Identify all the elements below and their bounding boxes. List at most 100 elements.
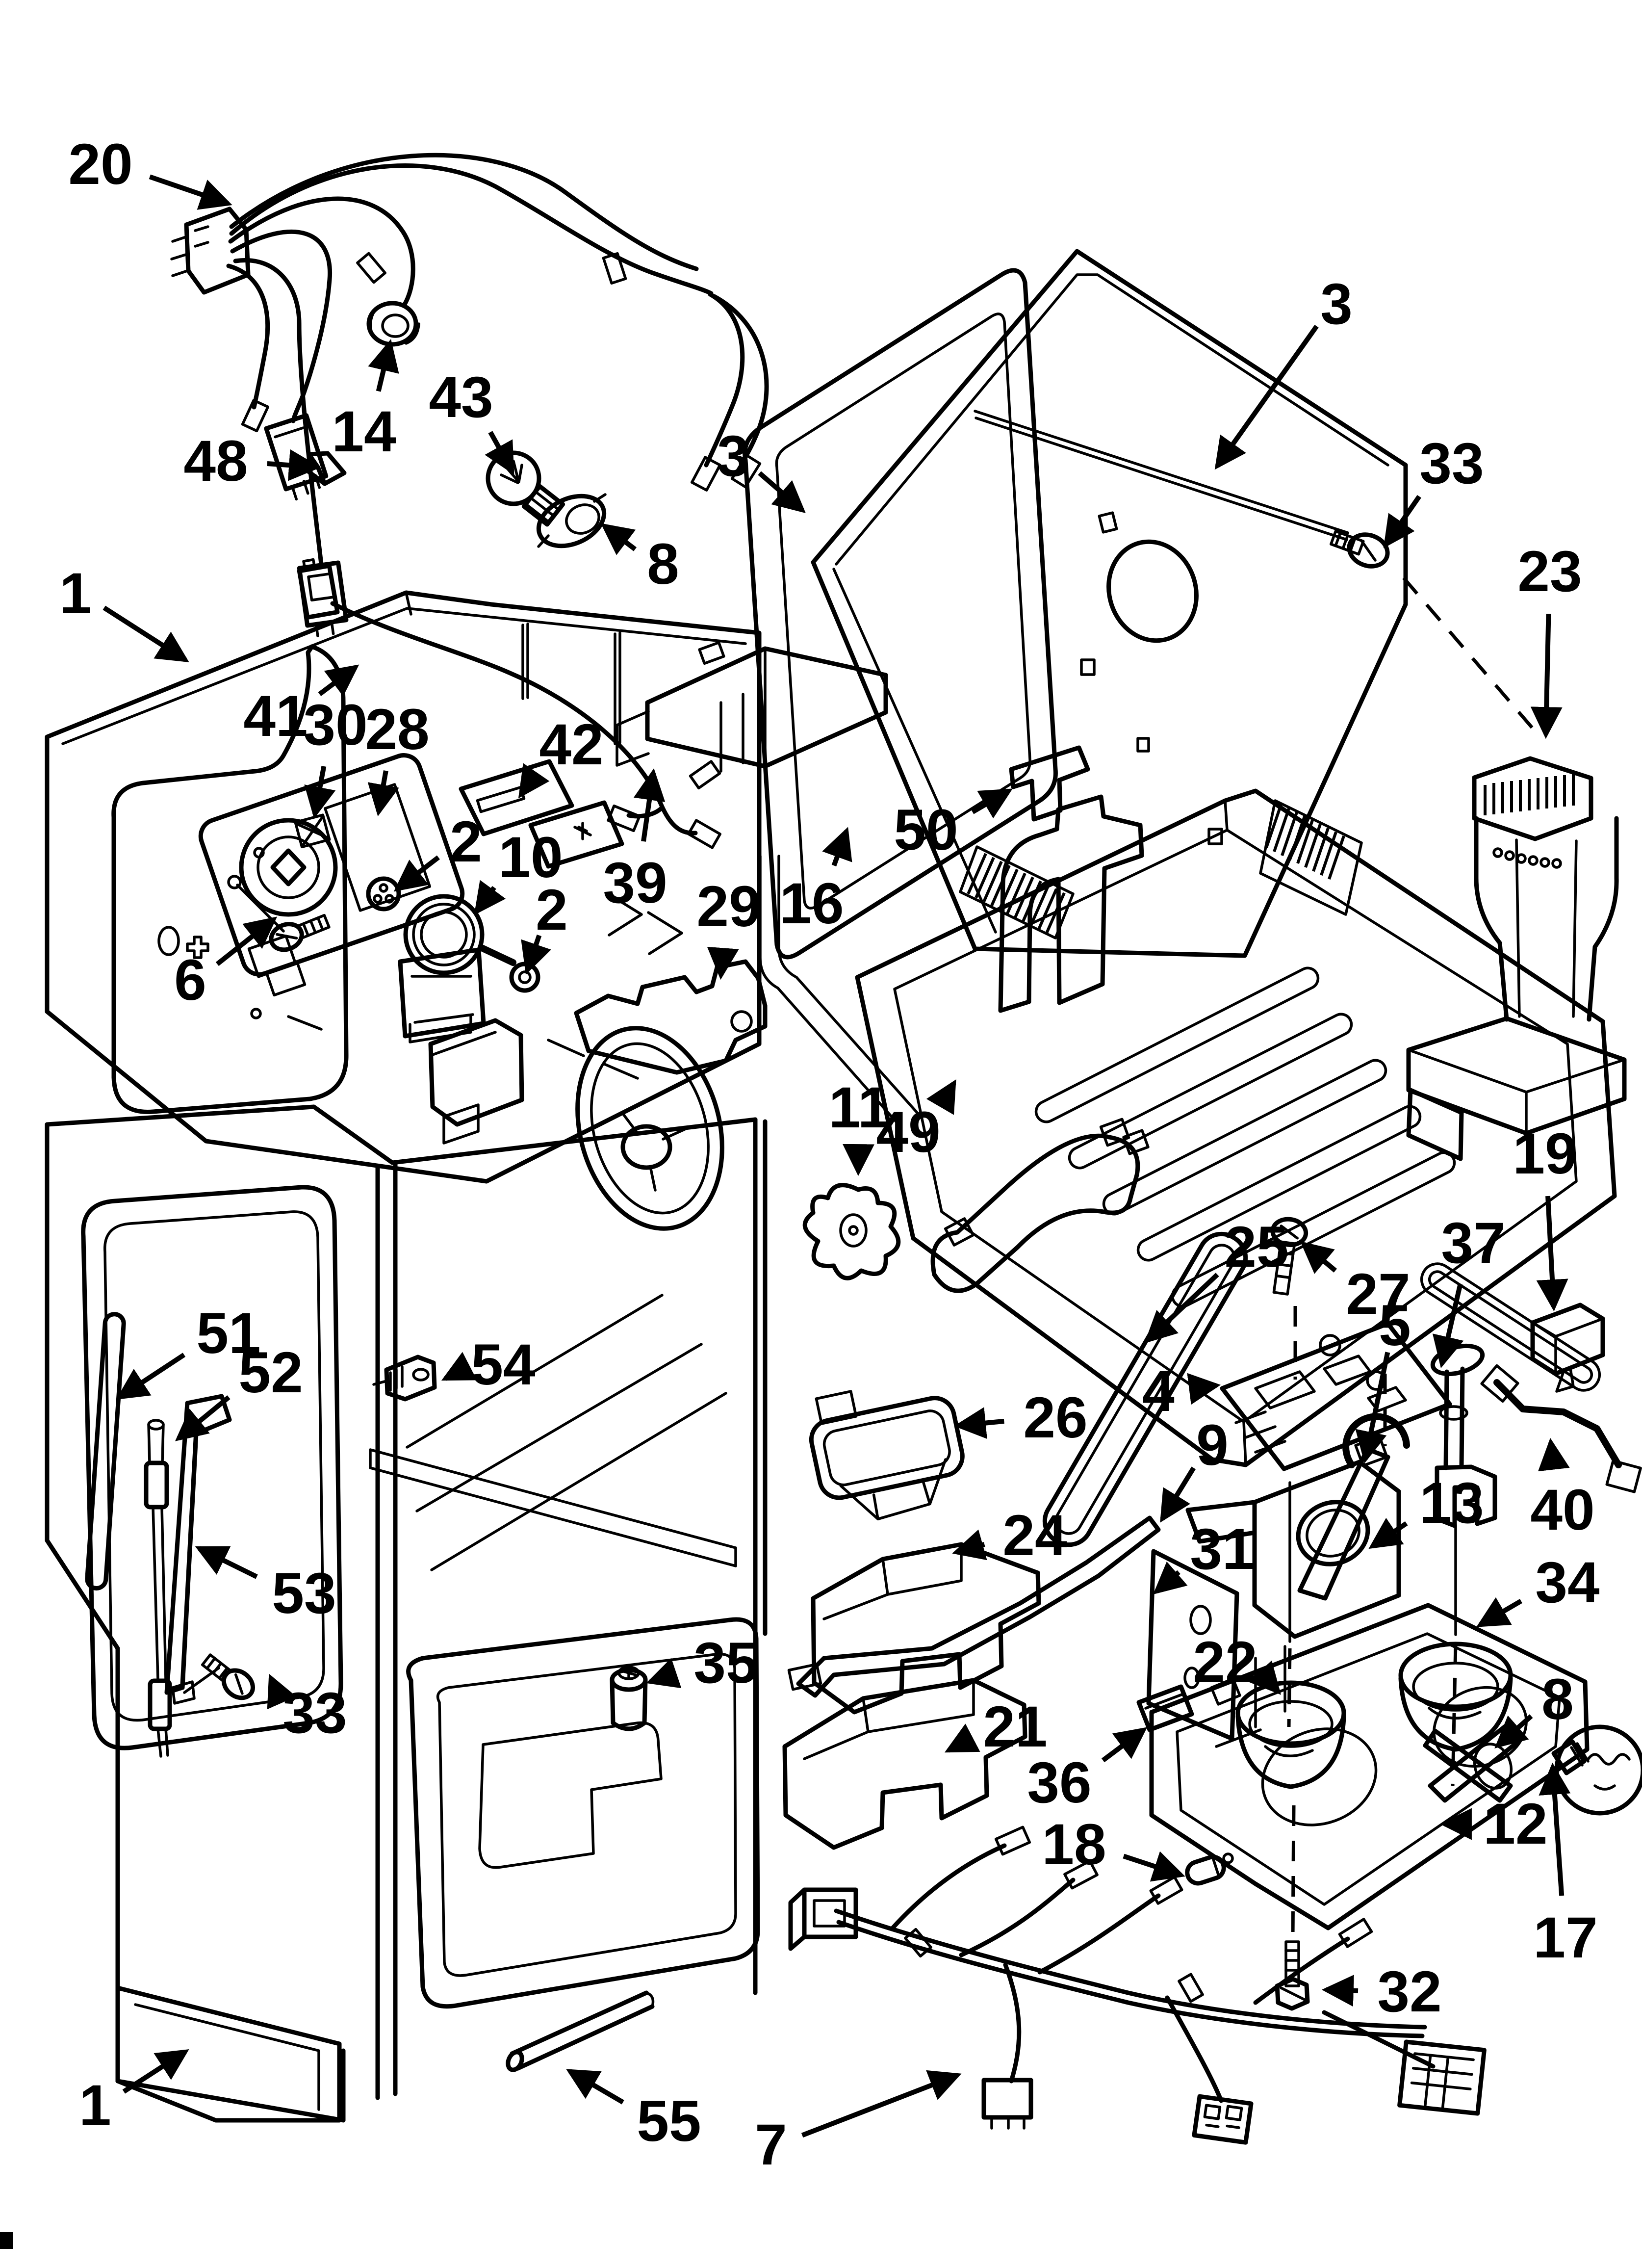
callout-label-53-40: 53 <box>272 1561 336 1626</box>
callout-label-12-48: 12 <box>1483 1792 1547 1856</box>
callout-arrow-36 <box>1101 1727 1148 1763</box>
callout-arrow-16 <box>822 827 852 867</box>
callout-arrow-6 <box>215 916 278 966</box>
callout-label-6-18: 6 <box>174 948 206 1013</box>
callout-label-36-46: 36 <box>1027 1750 1091 1815</box>
callout-arrow-29 <box>707 946 739 980</box>
callout-arrow-53 <box>195 1546 258 1579</box>
callout-label-48-2: 48 <box>183 429 248 494</box>
callout-arrow-22 <box>1248 1660 1282 1695</box>
callout-label-51-37: 51 <box>196 1301 260 1366</box>
callout-arrow-55 <box>566 2069 624 2105</box>
air-tower-23 <box>1406 756 1627 1161</box>
callout-label-16-20: 16 <box>779 871 844 936</box>
callout-arrow-21 <box>944 1723 980 1753</box>
callout-arrow-2 <box>521 935 551 975</box>
callout-label-22-35: 22 <box>1193 1630 1257 1694</box>
water-tube-52 <box>144 1419 172 1758</box>
callout-label-14-1: 14 <box>332 399 396 464</box>
callout-label-2-15: 2 <box>450 809 482 874</box>
air-duct-39 <box>616 641 888 773</box>
callout-label-1-9: 1 <box>59 561 92 626</box>
callout-arrow-39 <box>633 768 666 842</box>
callout-arrow-34 <box>1476 1597 1522 1627</box>
drain-tray-49 <box>855 745 1617 1467</box>
callout-label-55-53: 55 <box>637 2089 701 2154</box>
callout-arrow-8 <box>1494 1714 1533 1749</box>
callout-label-17-49: 17 <box>1533 1905 1597 1970</box>
callout-arrow-13 <box>1368 1517 1408 1549</box>
callout-label-7-51: 7 <box>755 2112 787 2177</box>
callout-label-26-43: 26 <box>1023 1385 1087 1450</box>
callout-label-50-21: 50 <box>894 798 958 862</box>
callout-arrow-33 <box>1383 495 1421 548</box>
drain-tube-51 <box>85 1312 126 1590</box>
grommet-35 <box>610 1666 648 1731</box>
callout-arrow-7 <box>801 2070 962 2138</box>
callout-label-13-32: 13 <box>1419 1471 1484 1536</box>
callout-arrow-40 <box>1538 1437 1570 1472</box>
callout-arrow-32 <box>1321 1975 1359 2007</box>
callout-label-5-29: 5 <box>1379 1293 1411 1358</box>
callout-label-31-31: 31 <box>1190 1517 1254 1582</box>
callout-arrow-42 <box>518 763 550 799</box>
callout-label-42-13: 42 <box>539 712 603 777</box>
wiring-harness-lower <box>788 1825 1487 2145</box>
callout-arrow-23 <box>1530 613 1563 739</box>
callout-arrow-18 <box>1123 1851 1185 1882</box>
wiring-harness-upper <box>170 153 769 637</box>
callout-label-4-26: 4 <box>1142 1359 1175 1424</box>
callout-label-49-23: 49 <box>876 1100 940 1165</box>
screw-rod-33 <box>974 410 1536 731</box>
callout-arrow-10 <box>474 880 506 915</box>
side-plate-31 <box>1146 1549 1239 1741</box>
callout-arrow-28 <box>367 770 399 816</box>
drain-tube-55 <box>506 1990 655 2072</box>
callout-arrow-33 <box>267 1673 297 1710</box>
callout-arrow-48 <box>267 449 321 481</box>
callout-label-28-12: 28 <box>365 697 429 762</box>
defrost-bulb-and-socket <box>486 450 607 548</box>
evaporator-fan-motor <box>287 876 639 1080</box>
callout-label-3-5: 3 <box>717 424 749 489</box>
callout-arrow-24 <box>952 1529 987 1561</box>
callout-arrow-26 <box>953 1407 1004 1439</box>
callout-arrow-2 <box>393 855 440 892</box>
callout-arrow-37 <box>1432 1283 1464 1368</box>
callout-label-9-30: 9 <box>1196 1413 1229 1478</box>
clip-54 <box>372 1355 437 1402</box>
callout-label-20-0: 20 <box>68 132 132 197</box>
lower-liner <box>45 1104 768 2123</box>
callout-label-39-14: 39 <box>603 851 667 915</box>
support-rail-25 <box>1042 1231 1248 1547</box>
trim-strip-53 <box>164 1394 232 1705</box>
callout-label-30-11: 30 <box>303 693 367 757</box>
callout-label-32-50: 32 <box>1377 1959 1441 2024</box>
callout-label-19-27: 19 <box>1513 1121 1577 1186</box>
callout-arrow-3 <box>758 471 806 513</box>
callout-arrow-8 <box>600 523 637 555</box>
callout-arrow-5 <box>1355 1352 1390 1463</box>
callout-arrow-9 <box>1160 1466 1196 1523</box>
callout-label-54-39: 54 <box>471 1332 535 1397</box>
callout-label-34-34: 34 <box>1535 1550 1599 1615</box>
callout-label-21-45: 21 <box>983 1694 1047 1759</box>
callout-label-10-16: 10 <box>498 825 563 890</box>
callout-label-33-41: 33 <box>282 1681 347 1746</box>
evaporator-cover-panel <box>811 249 1408 958</box>
callout-arrow-4 <box>1187 1373 1221 1405</box>
callout-arrow-54 <box>441 1352 477 1381</box>
callout-label-41-10: 41 <box>243 684 308 749</box>
fan-shroud-29 <box>428 855 919 1280</box>
callout-label-11-22: 11 <box>829 1075 890 1140</box>
callout-arrow-17 <box>1539 1762 1571 1896</box>
callout-label-52-38: 52 <box>238 1340 303 1405</box>
callout-arrow-41 <box>318 664 359 697</box>
callout-arrow-1 <box>122 2049 189 2094</box>
callout-label-33-7: 33 <box>1419 431 1484 496</box>
screw-33-lower <box>201 1653 255 1700</box>
callout-arrow-30 <box>304 765 336 819</box>
screw-32 <box>1275 1940 1310 2011</box>
